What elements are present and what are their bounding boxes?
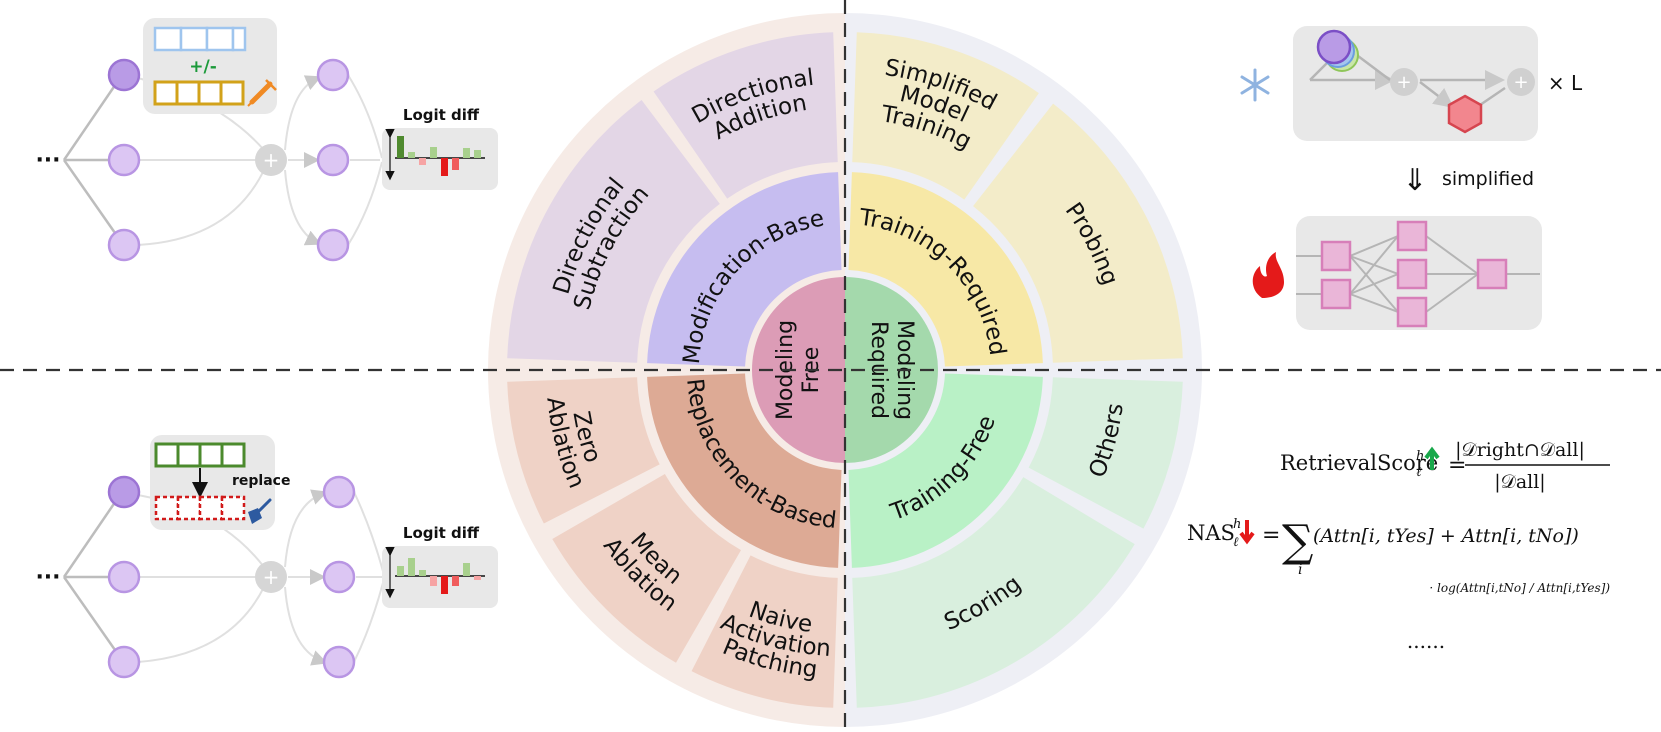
node	[322, 475, 356, 509]
retrieval-score-numerator: |𝒟right∩𝒟all|	[1455, 439, 1585, 461]
svg-text:=: =	[1448, 453, 1466, 478]
direction-vector	[153, 26, 247, 52]
training-required-segment	[848, 172, 1043, 367]
mean-ablation-segment	[552, 474, 741, 663]
zero-ablation-segment	[507, 377, 660, 524]
small-network-edges	[1296, 235, 1540, 313]
up-arrow-icon	[1424, 446, 1440, 470]
logit-diff-bars	[385, 546, 485, 599]
modeling-required-center	[845, 277, 938, 463]
svg-text:ℓ: ℓ	[1416, 465, 1422, 480]
ellipsis: ···	[35, 148, 60, 173]
logit-diff-title: Logit diff	[403, 106, 480, 124]
svg-text:+: +	[1513, 72, 1528, 93]
svg-text:+: +	[1396, 72, 1411, 93]
ellipsis: ···	[35, 565, 60, 590]
directional-modification-illustration: ··· + +/-	[35, 18, 498, 262]
simplified-model-illustration: + + × L ⇓ simplified	[1240, 26, 1583, 330]
activation-vector	[153, 80, 245, 106]
svg-text:+: +	[263, 565, 280, 589]
node-source	[107, 475, 141, 509]
mlp-hexagon-node	[1447, 94, 1483, 134]
node	[322, 560, 356, 594]
node	[316, 228, 350, 262]
svg-text:h: h	[1233, 517, 1241, 532]
fire-icon	[1252, 252, 1284, 298]
training-free-segment	[848, 373, 1043, 568]
retrieval-score-lhs: RetrievalScore	[1280, 451, 1438, 475]
plus-minus-sign: +/-	[189, 57, 217, 77]
replace-label: replace	[232, 473, 290, 489]
naive-activation-patching-segment	[691, 555, 838, 708]
more-formulas-ellipsis: ......	[1407, 629, 1445, 653]
syringe-icon	[247, 79, 277, 107]
modeling-free-center	[752, 277, 845, 463]
residual-add-node	[255, 144, 287, 176]
logit-diff-card	[382, 128, 498, 190]
shovel-icon	[248, 498, 272, 524]
nas-sum-index: i	[1298, 562, 1302, 578]
node	[107, 645, 141, 679]
snowflake-icon	[1240, 68, 1270, 102]
node	[107, 143, 141, 177]
retrieval-score-denominator: |𝒟all|	[1494, 471, 1545, 493]
logit-diff-title: Logit diff	[403, 524, 480, 542]
replacement-illustration: ··· + replace	[35, 435, 498, 679]
replacement-based-segment	[647, 373, 842, 568]
modification-based-segment	[647, 172, 842, 367]
scoring-segment	[852, 477, 1135, 708]
node-source	[107, 58, 141, 92]
attention-head-node	[1316, 29, 1352, 65]
residual-add-node	[1390, 68, 1418, 96]
directional-subtraction-segment	[507, 100, 720, 363]
others-segment	[1028, 377, 1183, 529]
directional-addition-segment	[653, 32, 838, 199]
node	[316, 58, 350, 92]
nas-body: (Attn[i, tYes] + Attn[i, tNo])	[1313, 525, 1579, 547]
svg-text:h: h	[1416, 449, 1424, 464]
node	[107, 228, 141, 262]
residual-add-node	[1507, 68, 1535, 96]
nas-log-term: · log(Attn[i,tNo] / Attn[i,tYes])	[1429, 581, 1610, 595]
residual-add-node	[255, 561, 287, 593]
simplified-model-training-segment	[852, 32, 1039, 200]
small-network-nodes	[1320, 220, 1508, 328]
node	[107, 560, 141, 594]
logit-diff-bars	[385, 128, 485, 181]
probing-segment	[973, 103, 1183, 363]
simplified-label: simplified	[1442, 168, 1534, 190]
svg-text:+: +	[263, 148, 280, 172]
node	[316, 143, 350, 177]
nas-lhs: NAS	[1187, 521, 1235, 545]
svg-text:=: =	[1262, 523, 1280, 548]
svg-text:ℓ: ℓ	[1233, 535, 1239, 550]
down-arrow-icon	[1239, 520, 1255, 545]
scoring-formulas: RetrievalScore h ℓ = |𝒟right∩𝒟all| |𝒟all…	[1187, 439, 1610, 653]
layer-count: × L	[1548, 71, 1583, 95]
down-arrow: ⇓	[1402, 163, 1427, 198]
corrupted-vector	[154, 495, 246, 521]
node	[322, 645, 356, 679]
clean-vector	[154, 442, 246, 468]
nas-sum: ∑	[1282, 516, 1313, 567]
